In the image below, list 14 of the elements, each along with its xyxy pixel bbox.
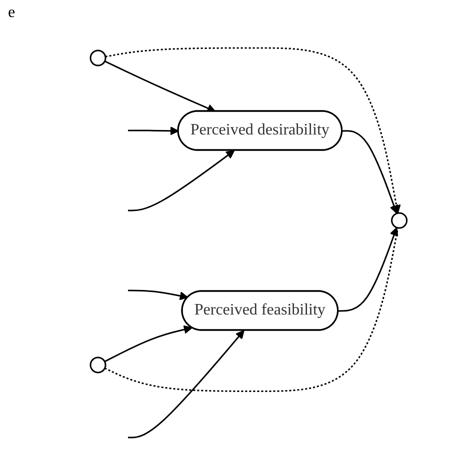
arrow (128, 330, 244, 438)
arrow (128, 290, 188, 300)
node-circle (390, 212, 408, 228)
arrow (342, 130, 398, 214)
arrow (128, 126, 178, 135)
arrow (104, 60, 216, 112)
node-circle (89, 50, 106, 66)
arrow (104, 47, 400, 214)
arrow (128, 150, 234, 211)
node-circle (89, 356, 106, 373)
arrow (104, 325, 192, 362)
arrow (338, 226, 398, 312)
connector (104, 227, 398, 392)
text-label: e (8, 4, 16, 21)
